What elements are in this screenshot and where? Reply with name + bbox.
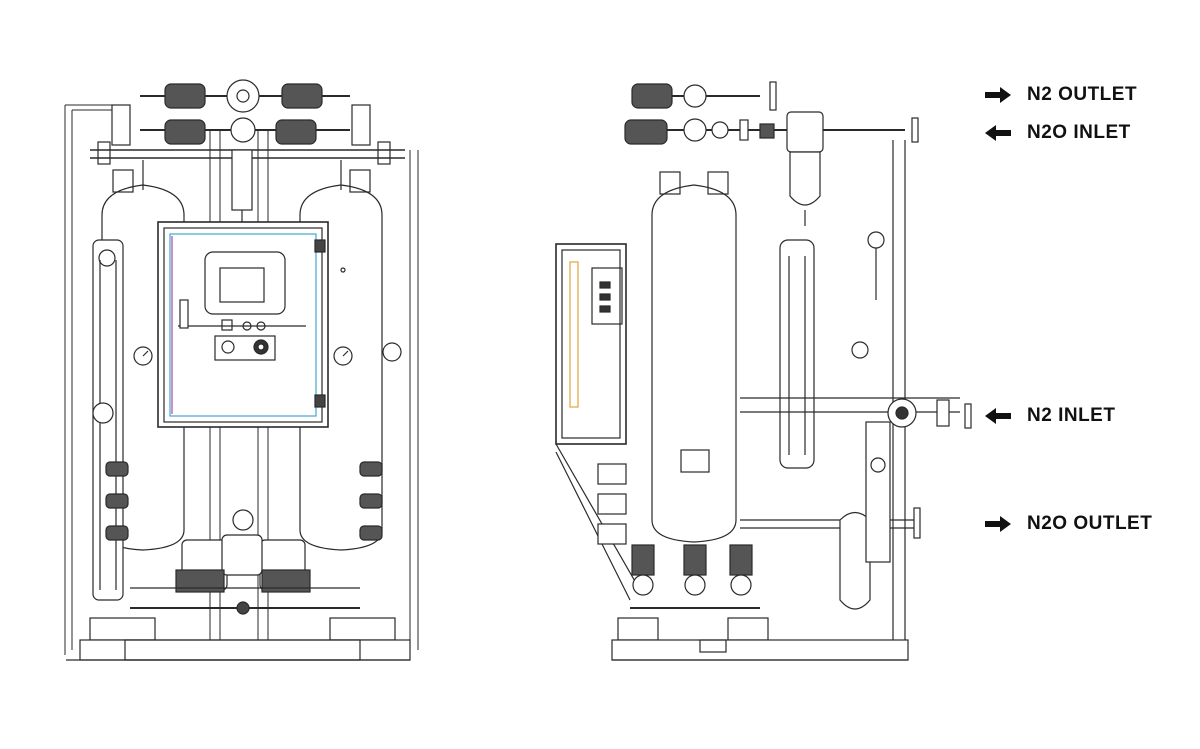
arrow-right-icon xyxy=(985,516,1011,532)
callout-label: N2 OUTLET xyxy=(1027,84,1138,105)
side-control-box xyxy=(555,243,641,601)
front-lower-valves xyxy=(105,461,383,541)
control-cabinet xyxy=(157,221,329,428)
front-view xyxy=(64,79,419,661)
callout-label: N2 INLET xyxy=(1027,405,1116,426)
callout-n2-inlet: N2 INLET xyxy=(985,405,1115,427)
callout-label: N2O OUTLET xyxy=(1027,513,1153,534)
arrow-right-icon xyxy=(985,87,1011,103)
arrow-left-icon xyxy=(985,125,1011,141)
arrow-left-icon xyxy=(985,408,1011,424)
valve-icon xyxy=(164,83,323,145)
callout-label: N2O INLET xyxy=(1027,122,1131,143)
callout-n2o-inlet: N2O INLET xyxy=(985,122,1131,144)
side-flow-meter xyxy=(779,231,885,469)
side-top-pipework xyxy=(624,81,919,226)
callout-n2-outlet: N2 OUTLET xyxy=(985,84,1137,106)
callout-n2o-outlet: N2O OUTLET xyxy=(985,513,1152,535)
pressure-gauge-icon xyxy=(92,342,402,424)
front-base-skid xyxy=(66,617,411,661)
side-right-piping xyxy=(740,140,972,640)
front-actuated-valves xyxy=(130,149,360,615)
side-base-skid xyxy=(611,617,909,661)
side-lower-valves xyxy=(597,463,760,609)
side-view xyxy=(555,81,972,661)
side-adsorber-vessel xyxy=(651,171,737,543)
